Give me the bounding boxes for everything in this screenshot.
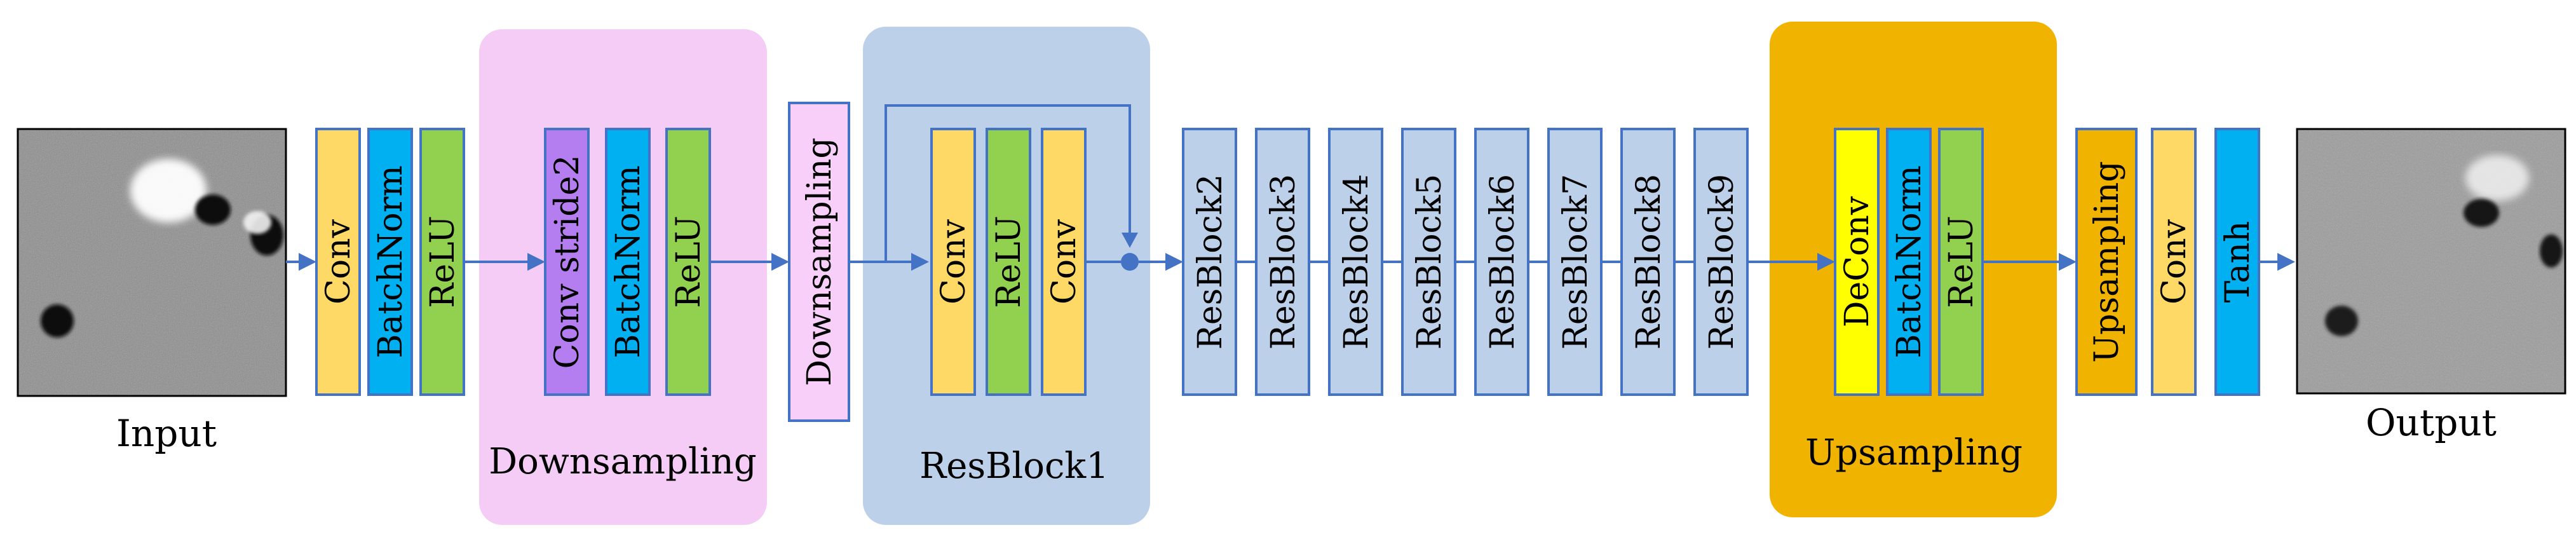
layer-label: BatchNorm (372, 165, 410, 358)
resblock-label: ResBlock8 (1630, 174, 1668, 350)
layer-label: ReLU (1942, 215, 1981, 308)
resblock-label: ResBlock3 (1264, 174, 1303, 350)
resblock-label: ResBlock9 (1703, 174, 1741, 350)
downsampling-layer-relu: ReLU (665, 128, 711, 396)
resblock-label: ResBlock6 (1484, 174, 1522, 350)
connectors (286, 104, 2295, 271)
downsampling-group-title: Downsampling (489, 441, 756, 482)
resblock-label: ResBlock2 (1191, 174, 1230, 350)
downsampling-layer-conv-stride2: Conv stride2 (544, 128, 590, 396)
downsampling-layer-batchnorm: BatchNorm (605, 128, 651, 396)
resblock-label: ResBlock5 (1411, 174, 1449, 350)
head-layer-tanh: Tanh (2214, 128, 2260, 396)
layer-label: ReLU (670, 215, 708, 308)
resblock-7: ResBlock7 (1547, 128, 1603, 396)
resblock1-layer-conv-1: Conv (930, 128, 976, 396)
layer-label: Conv (2155, 219, 2193, 304)
layer-label: Conv stride2 (548, 155, 586, 369)
layer-label: ReLU (990, 215, 1028, 308)
resblock-8: ResBlock8 (1620, 128, 1676, 396)
output-label: Output (2366, 401, 2497, 444)
layer-label: Upsampling (2088, 161, 2126, 362)
head-layer-upsampling: Upsampling (2075, 128, 2138, 396)
output-image (2297, 129, 2565, 393)
output-image-frame (2296, 128, 2566, 395)
upsampling-layer-relu: ReLU (1938, 128, 1984, 396)
downsampling-block: Downsampling (788, 102, 850, 422)
resblock-2: ResBlock2 (1182, 128, 1237, 396)
layer-label: Conv (1045, 219, 1083, 304)
resblock-label: ResBlock4 (1338, 174, 1376, 350)
layer-label: Conv (935, 219, 973, 304)
stem-layer-batchnorm: BatchNorm (367, 128, 413, 396)
layer-label: Conv (320, 219, 358, 304)
resblock1-group-title: ResBlock1 (919, 445, 1109, 487)
input-label: Input (116, 412, 217, 455)
layer-label: Downsampling (801, 137, 839, 386)
layer-label: Tanh (2219, 221, 2257, 303)
resblock-9: ResBlock9 (1693, 128, 1749, 396)
resblock1-layer-relu: ReLU (986, 128, 1031, 396)
upsampling-layer-deconv: DeConv (1834, 128, 1880, 396)
layer-label: ReLU (424, 215, 462, 308)
layer-label: DeConv (1838, 196, 1876, 327)
stem-layer-conv: Conv (315, 128, 361, 396)
resblock-3: ResBlock3 (1255, 128, 1310, 396)
input-image (18, 129, 286, 396)
upsampling-layer-batchnorm: BatchNorm (1886, 128, 1932, 396)
resblock-4: ResBlock4 (1328, 128, 1383, 396)
stem-layer-relu: ReLU (419, 128, 465, 396)
upsampling-group-title: Upsampling (1805, 432, 2023, 473)
head-layer-conv: Conv (2151, 128, 2197, 396)
resblock-label: ResBlock7 (1557, 174, 1595, 350)
resblock-6: ResBlock6 (1474, 128, 1529, 396)
resblock-5: ResBlock5 (1401, 128, 1456, 396)
layer-label: BatchNorm (1890, 165, 1929, 358)
resblock1-layer-conv-2: Conv (1041, 128, 1087, 396)
layer-label: BatchNorm (609, 165, 647, 358)
